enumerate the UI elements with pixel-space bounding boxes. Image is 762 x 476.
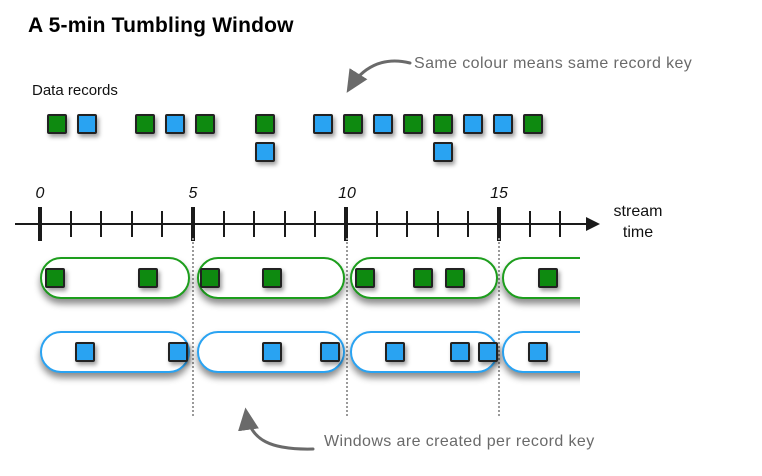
record-square-green	[255, 114, 275, 134]
record-square-blue	[262, 342, 282, 362]
minor-tick	[253, 211, 256, 237]
record-square-blue	[450, 342, 470, 362]
record-square-blue	[385, 342, 405, 362]
minor-tick	[559, 211, 562, 237]
minor-tick	[436, 211, 439, 237]
axis-label-10: 10	[338, 185, 356, 202]
tumbling-window-blue	[197, 331, 345, 373]
record-square-blue	[433, 142, 453, 162]
axis-label-5: 5	[188, 185, 198, 202]
record-square-green	[413, 268, 433, 288]
record-square-green	[343, 114, 363, 134]
record-square-blue	[313, 114, 333, 134]
record-square-blue	[373, 114, 393, 134]
minor-tick	[100, 211, 103, 237]
window-boundary-dotted-line	[498, 238, 500, 416]
axis-label-0: 0	[35, 185, 45, 202]
major-tick	[191, 207, 195, 241]
record-square-blue	[168, 342, 188, 362]
record-square-blue	[528, 342, 548, 362]
record-square-blue	[478, 342, 498, 362]
minor-tick	[406, 211, 409, 237]
minor-tick	[528, 211, 531, 237]
record-square-green	[195, 114, 215, 134]
stream-time-line1: stream	[613, 203, 663, 220]
axis-arrowhead-icon	[586, 217, 600, 231]
record-square-blue	[320, 342, 340, 362]
minor-tick	[69, 211, 72, 237]
curved-arrow-bottom-icon	[238, 407, 315, 451]
minor-tick	[467, 211, 470, 237]
record-square-green	[45, 268, 65, 288]
data-records-label: Data records	[32, 82, 118, 99]
minor-tick	[375, 211, 378, 237]
record-square-green	[138, 268, 158, 288]
tumbling-window-green	[350, 257, 498, 299]
record-square-green	[47, 114, 67, 134]
record-square-blue	[463, 114, 483, 134]
tumbling-window-green	[502, 257, 580, 299]
record-square-green	[523, 114, 543, 134]
record-square-green	[538, 268, 558, 288]
record-square-blue	[255, 142, 275, 162]
curved-arrow-top-icon	[346, 59, 412, 93]
minor-tick	[222, 211, 225, 237]
record-square-green	[403, 114, 423, 134]
tumbling-window-blue	[502, 331, 580, 373]
window-boundary-dotted-line	[346, 238, 348, 416]
minor-tick	[161, 211, 164, 237]
page-title: A 5-min Tumbling Window	[28, 14, 294, 37]
record-square-green	[200, 268, 220, 288]
axis-label-15: 15	[490, 185, 508, 202]
axis-line	[15, 223, 586, 225]
record-square-blue	[77, 114, 97, 134]
tumbling-window-green	[40, 257, 190, 299]
record-square-green	[445, 268, 465, 288]
record-square-green	[433, 114, 453, 134]
tumbling-window-green	[197, 257, 345, 299]
stream-time-label: stream time	[601, 201, 675, 243]
window-boundary-dotted-line	[192, 238, 194, 416]
tumbling-window-blue	[350, 331, 498, 373]
record-square-green	[355, 268, 375, 288]
minor-tick	[283, 211, 286, 237]
annotation-same-colour: Same colour means same record key	[414, 55, 693, 72]
record-square-blue	[493, 114, 513, 134]
record-square-blue	[165, 114, 185, 134]
record-square-green	[135, 114, 155, 134]
minor-tick	[130, 211, 133, 237]
major-tick	[497, 207, 501, 241]
major-tick	[344, 207, 348, 241]
annotation-windows-per-key: Windows are created per record key	[324, 433, 595, 450]
minor-tick	[314, 211, 317, 237]
stream-time-line2: time	[622, 224, 654, 241]
major-tick	[38, 207, 42, 241]
record-square-blue	[75, 342, 95, 362]
record-square-green	[262, 268, 282, 288]
tumbling-window-blue	[40, 331, 190, 373]
